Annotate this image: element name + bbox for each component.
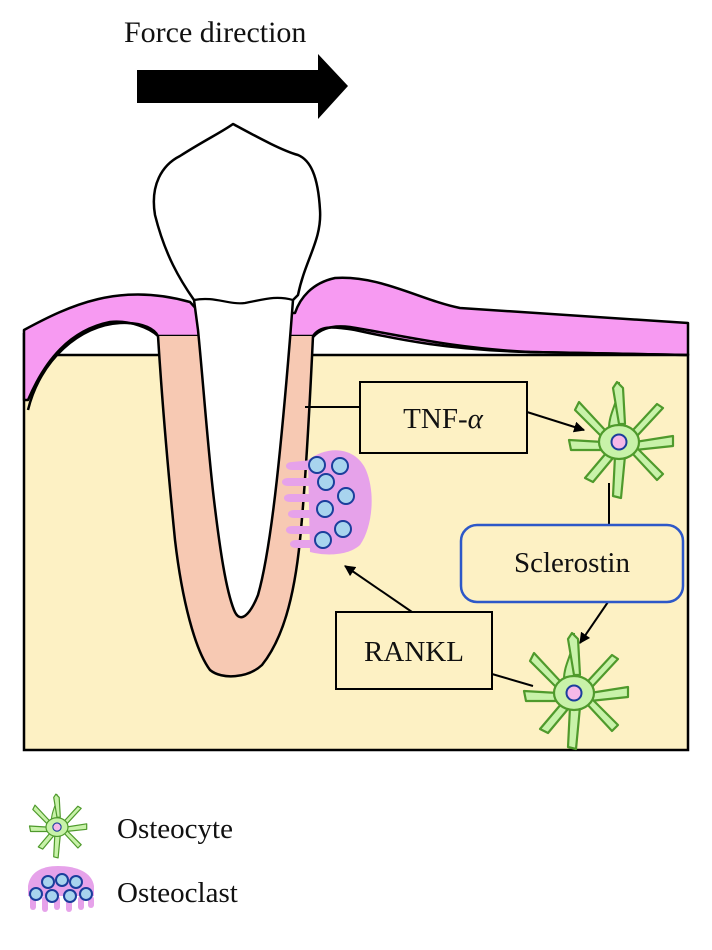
tnf-alpha-prefix: TNF- [403,403,467,435]
legend: Osteocyte Osteoclast [28,793,238,912]
bone-crest-left [26,321,160,411]
legend-osteocyte-label: Osteocyte [117,813,233,845]
tnf-alpha-label: TNF-α [403,403,483,435]
tnf-alpha-box [359,381,528,454]
osteoclast-icon [28,866,94,912]
rankl-box [335,611,493,690]
tnf-to-osteocyte-arrow [526,411,586,433]
bone-crest-right [312,325,689,357]
sclerostin-box [459,523,685,604]
sclerostin-label: Sclerostin [514,547,630,579]
gingiva [22,276,690,402]
tnf-alpha-greek: α [468,403,484,435]
force-arrow [137,54,348,119]
rankl-to-osteoclast-arrow [344,565,413,613]
socket-outline [156,335,315,678]
cemento-enamel-junction [193,296,294,305]
osteocyte-icon [28,793,88,859]
osteoclast-cell [282,450,372,555]
legend-osteoclast-label: Osteoclast [117,877,238,909]
sclerostin-to-osteocyte-arrow [579,601,609,644]
rankl-label: RANKL [364,636,464,668]
force-direction-label: Force direction [124,16,306,49]
osteocyte-to-rankl-line [491,673,534,687]
